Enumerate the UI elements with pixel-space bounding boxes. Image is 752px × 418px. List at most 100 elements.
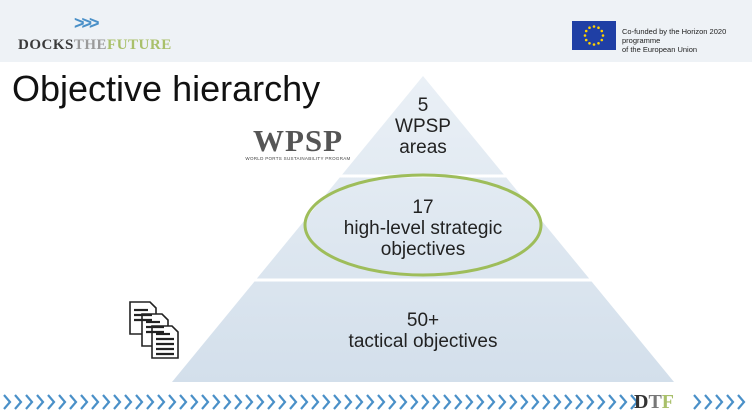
docks-the-future-logo: DOCKSTHEFUTURE xyxy=(18,37,172,54)
footer-chevron xyxy=(234,394,243,410)
logo-word-docks: DOCKS xyxy=(18,37,74,53)
tier2-label-line1: high-level strategic xyxy=(343,218,503,239)
footer-chevron xyxy=(608,394,617,410)
tier1-count: 5 xyxy=(417,95,429,116)
eu-star xyxy=(584,38,588,42)
footer-chevron xyxy=(520,394,529,410)
tier3-label: tactical objectives xyxy=(348,331,498,352)
tier-wpsp-areas: 5 WPSP areas xyxy=(360,95,486,158)
logo-arrows: >>> xyxy=(74,13,99,33)
header-band xyxy=(0,0,752,62)
footer-chevron xyxy=(355,394,364,410)
footer-chevron xyxy=(597,394,606,410)
footer-chevron xyxy=(443,394,452,410)
footer-chevron xyxy=(91,394,100,410)
footer-chevron xyxy=(619,394,628,410)
footer-chevron xyxy=(69,394,78,410)
footer-chevron xyxy=(498,394,507,410)
eu-star xyxy=(597,41,600,45)
dtf-footer-logo: DTF xyxy=(634,392,674,412)
page-title: Objective hierarchy xyxy=(12,68,321,109)
documents-icon xyxy=(129,301,179,359)
eu-star xyxy=(592,25,596,28)
eu-star xyxy=(584,29,588,33)
footer-chevron xyxy=(564,394,573,410)
footer-chevron xyxy=(102,394,111,410)
footer-chevron xyxy=(201,394,210,410)
wpsp-logo-letters: WPSP xyxy=(252,123,344,158)
footer-chevron xyxy=(146,394,155,410)
tier1-label-line1: WPSP xyxy=(395,116,451,137)
tier-strategic-objectives: 17 high-level strategic objectives xyxy=(300,197,546,260)
footer-chevron xyxy=(715,394,724,410)
footer-chevron xyxy=(388,394,397,410)
footer-chevron xyxy=(737,394,746,410)
eu-star xyxy=(600,29,604,33)
footer-chevron xyxy=(465,394,474,410)
footer-chevron xyxy=(124,394,133,410)
eu-star xyxy=(597,26,600,30)
footer-chevron xyxy=(553,394,562,410)
eu-funding-line1: Co-funded by the Horizon 2020 programme xyxy=(622,27,727,45)
logo-word-future: FUTURE xyxy=(107,37,172,53)
footer-chevron xyxy=(223,394,232,410)
footer-chevron xyxy=(212,394,221,410)
wpsp-logo: WPSP WORLD PORTS SUSTAINABILITY PROGRAM xyxy=(245,123,351,161)
footer-chevron xyxy=(704,394,713,410)
footer-chevron xyxy=(575,394,584,410)
footer-chevron xyxy=(289,394,298,410)
footer-chevron xyxy=(256,394,265,410)
wpsp-logo-subtitle: WORLD PORTS SUSTAINABILITY PROGRAM xyxy=(245,156,351,161)
footer-chevron xyxy=(487,394,496,410)
footer-chevron xyxy=(190,394,199,410)
eu-star xyxy=(583,34,587,37)
footer-chevron xyxy=(630,394,639,410)
tier2-label-line2: objectives xyxy=(380,239,466,260)
footer-chevron xyxy=(58,394,67,410)
footer-chevron xyxy=(278,394,287,410)
footer-chevron xyxy=(113,394,122,410)
highlight-ellipse xyxy=(303,173,543,277)
tier1-label-line2: areas xyxy=(399,137,447,158)
footer-chevron xyxy=(322,394,331,410)
eu-funding-line2: of the European Union xyxy=(622,45,698,54)
footer-chevron xyxy=(542,394,551,410)
footer-chevron xyxy=(135,394,144,410)
footer-chevron xyxy=(245,394,254,410)
tier2-count: 17 xyxy=(412,197,434,218)
footer-chevron xyxy=(399,394,408,410)
footer-chevron xyxy=(157,394,166,410)
footer-chevron xyxy=(25,394,34,410)
eu-star xyxy=(588,26,591,30)
eu-star xyxy=(601,34,605,37)
footer-chevron xyxy=(726,394,735,410)
footer-chevron xyxy=(531,394,540,410)
footer-chevron xyxy=(432,394,441,410)
eu-star xyxy=(592,43,596,46)
footer-chevron xyxy=(366,394,375,410)
footer-chevron xyxy=(311,394,320,410)
footer-chevron xyxy=(410,394,419,410)
eu-star xyxy=(588,41,591,45)
footer-chevron xyxy=(267,394,276,410)
footer-chevron-band xyxy=(3,394,746,410)
footer-chevron xyxy=(168,394,177,410)
tier3-count: 50+ xyxy=(406,310,440,331)
eu-funding-text: Co-funded by the Horizon 2020 programme … xyxy=(622,27,752,54)
footer-logo-t: T xyxy=(648,391,662,413)
footer-chevron xyxy=(586,394,595,410)
pyramid-shape xyxy=(172,76,674,382)
eu-star xyxy=(600,38,604,42)
footer-chevron xyxy=(693,394,702,410)
footer-logo-f: F xyxy=(661,391,675,413)
footer-chevron xyxy=(377,394,386,410)
footer-chevron xyxy=(3,394,12,410)
footer-chevron xyxy=(509,394,518,410)
footer-logo-d: D xyxy=(634,391,649,413)
footer-chevron xyxy=(300,394,309,410)
footer-chevron xyxy=(36,394,45,410)
footer-chevron xyxy=(47,394,56,410)
footer-chevron xyxy=(80,394,89,410)
eu-flag-icon xyxy=(572,21,616,50)
